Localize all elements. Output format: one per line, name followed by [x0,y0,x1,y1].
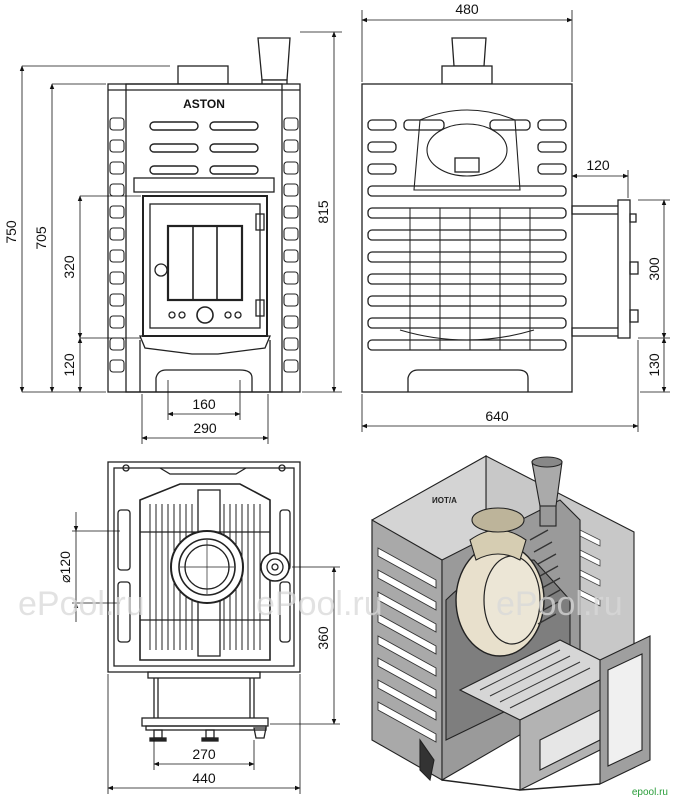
dim-pipe-diameter: ⌀120 [57,551,73,583]
top-dimension-lines [72,512,340,794]
dim-door-width: 290 [193,420,217,436]
dim-overall-height: 750 [3,220,19,244]
top-view [107,461,301,742]
front-view [107,37,301,393]
watermark-center: ePool.ru [256,585,383,623]
dim-overall-width: 440 [192,770,216,786]
front-dimension-lines [19,31,342,444]
isometric-cutaway-view [371,455,651,791]
dim-depth: 480 [455,1,479,17]
dim-tank-bottom-offset: 130 [646,353,662,377]
dim-base-opening-width: 160 [192,396,216,412]
side-dimension-lines [361,10,670,432]
dim-tank-offset: 120 [586,157,610,173]
watermark-right: ePool.ru [496,585,623,623]
iso-logo: ИОТ/А [432,496,457,505]
dim-door-height: 320 [61,255,77,279]
side-view [361,37,639,393]
brand-label: epool.ru [632,787,668,798]
front-logo: ASTON [183,97,225,111]
dim-height-with-pipe: 815 [315,200,331,224]
dim-tank-center-offset: 360 [315,626,331,650]
dim-body-height: 705 [33,226,49,250]
watermark-left: ePool.ru [18,585,145,623]
dim-leg-spacing: 270 [192,746,216,762]
dim-door-bottom-offset: 120 [61,353,77,377]
dim-tank-height: 300 [646,257,662,281]
dim-overall-depth: 640 [485,408,509,424]
